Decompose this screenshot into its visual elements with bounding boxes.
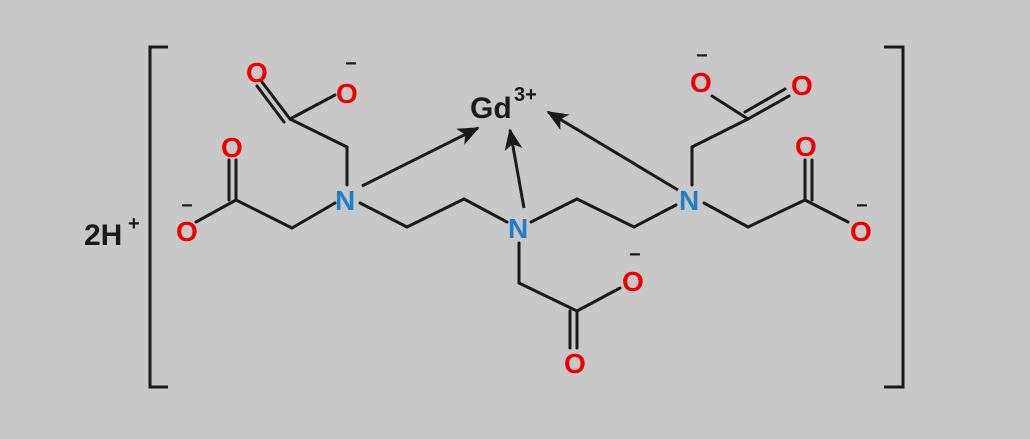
metal-charge: 3+: [514, 84, 537, 106]
anion-charge: −: [856, 195, 868, 217]
oxygen-atom: O: [795, 131, 817, 162]
bond: [255, 84, 286, 124]
bond: [288, 117, 349, 149]
oxygen-atom: O: [850, 216, 872, 247]
anion-charge: −: [696, 45, 708, 67]
bond: [710, 94, 750, 121]
oxygen-atom: O: [622, 266, 644, 297]
bond: [290, 201, 337, 230]
oxygen-atom: O: [246, 57, 268, 88]
bond: [405, 197, 466, 229]
oxygen-atom: O: [791, 70, 813, 101]
right-bracket: [884, 45, 905, 389]
bond: [690, 117, 750, 149]
anion-charge: −: [345, 53, 357, 75]
bond: [575, 197, 636, 229]
nitrogen-atom-right: N: [679, 185, 699, 216]
bond: [803, 198, 850, 224]
bonds: [194, 80, 850, 350]
nitrogen-atom-center: N: [508, 213, 528, 244]
coordination-arrow: [504, 128, 526, 209]
oxygen-atom: O: [221, 132, 243, 163]
anion-charge: −: [629, 244, 641, 266]
oxygen-atom: O: [690, 67, 712, 98]
anion-charge: −: [181, 195, 193, 217]
bond: [746, 94, 791, 121]
bond: [234, 198, 294, 230]
bond: [260, 80, 292, 121]
counter-ion-charge: +: [128, 213, 140, 235]
coordination-arrows: [361, 110, 679, 209]
oxygen-atom: O: [336, 78, 358, 109]
left-bracket: [148, 45, 168, 389]
nitrogen-atom-left: N: [335, 185, 355, 216]
metal-label: Gd: [470, 92, 512, 125]
bond: [517, 281, 579, 313]
coordination-arrow: [546, 110, 679, 192]
counter-ion-label: 2H: [84, 219, 122, 252]
bond: [702, 201, 750, 229]
coordination-arrow: [361, 126, 480, 188]
bond: [746, 198, 807, 229]
oxygen-atom: O: [176, 216, 198, 247]
bond: [288, 93, 337, 121]
bond: [632, 203, 678, 229]
bond: [358, 201, 409, 229]
bond: [743, 87, 787, 114]
bond: [575, 286, 622, 313]
bond: [462, 197, 509, 224]
oxygen-atom: O: [564, 348, 586, 379]
bond: [529, 197, 579, 224]
bond: [194, 198, 238, 224]
